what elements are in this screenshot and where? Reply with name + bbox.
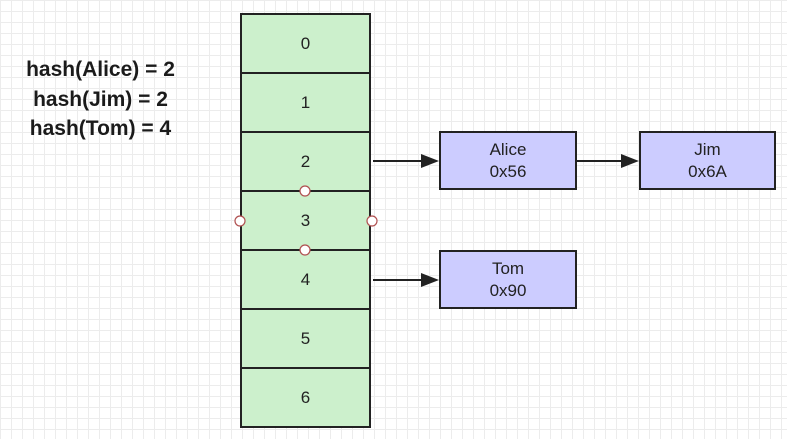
node-alice: Alice 0x56 (439, 131, 577, 190)
node-jim-address: 0x6A (688, 161, 727, 181)
node-tom-address: 0x90 (489, 280, 527, 300)
bucket-3[interactable]: 3 (240, 190, 371, 251)
bucket-0: 0 (240, 13, 371, 74)
node-alice-name: Alice (489, 139, 527, 159)
node-jim-name: Jim (694, 139, 721, 159)
arrow-bucket4-to-tom (373, 273, 439, 287)
hash-label-alice: hash(Alice) = 2 (26, 58, 175, 81)
arrow-alice-to-jim (577, 154, 639, 168)
bucket-6: 6 (240, 367, 371, 428)
bucket-4: 4 (240, 249, 371, 310)
bucket-2: 2 (240, 131, 371, 192)
node-alice-address: 0x56 (489, 161, 527, 181)
node-tom: Tom 0x90 (439, 250, 577, 309)
hash-label-jim: hash(Jim) = 2 (33, 88, 168, 111)
arrow-bucket2-to-alice (373, 154, 439, 168)
node-jim: Jim 0x6A (639, 131, 776, 190)
bucket-1: 1 (240, 72, 371, 133)
bucket-5: 5 (240, 308, 371, 369)
node-tom-name: Tom (491, 258, 525, 278)
hash-label-tom: hash(Tom) = 4 (29, 117, 172, 140)
